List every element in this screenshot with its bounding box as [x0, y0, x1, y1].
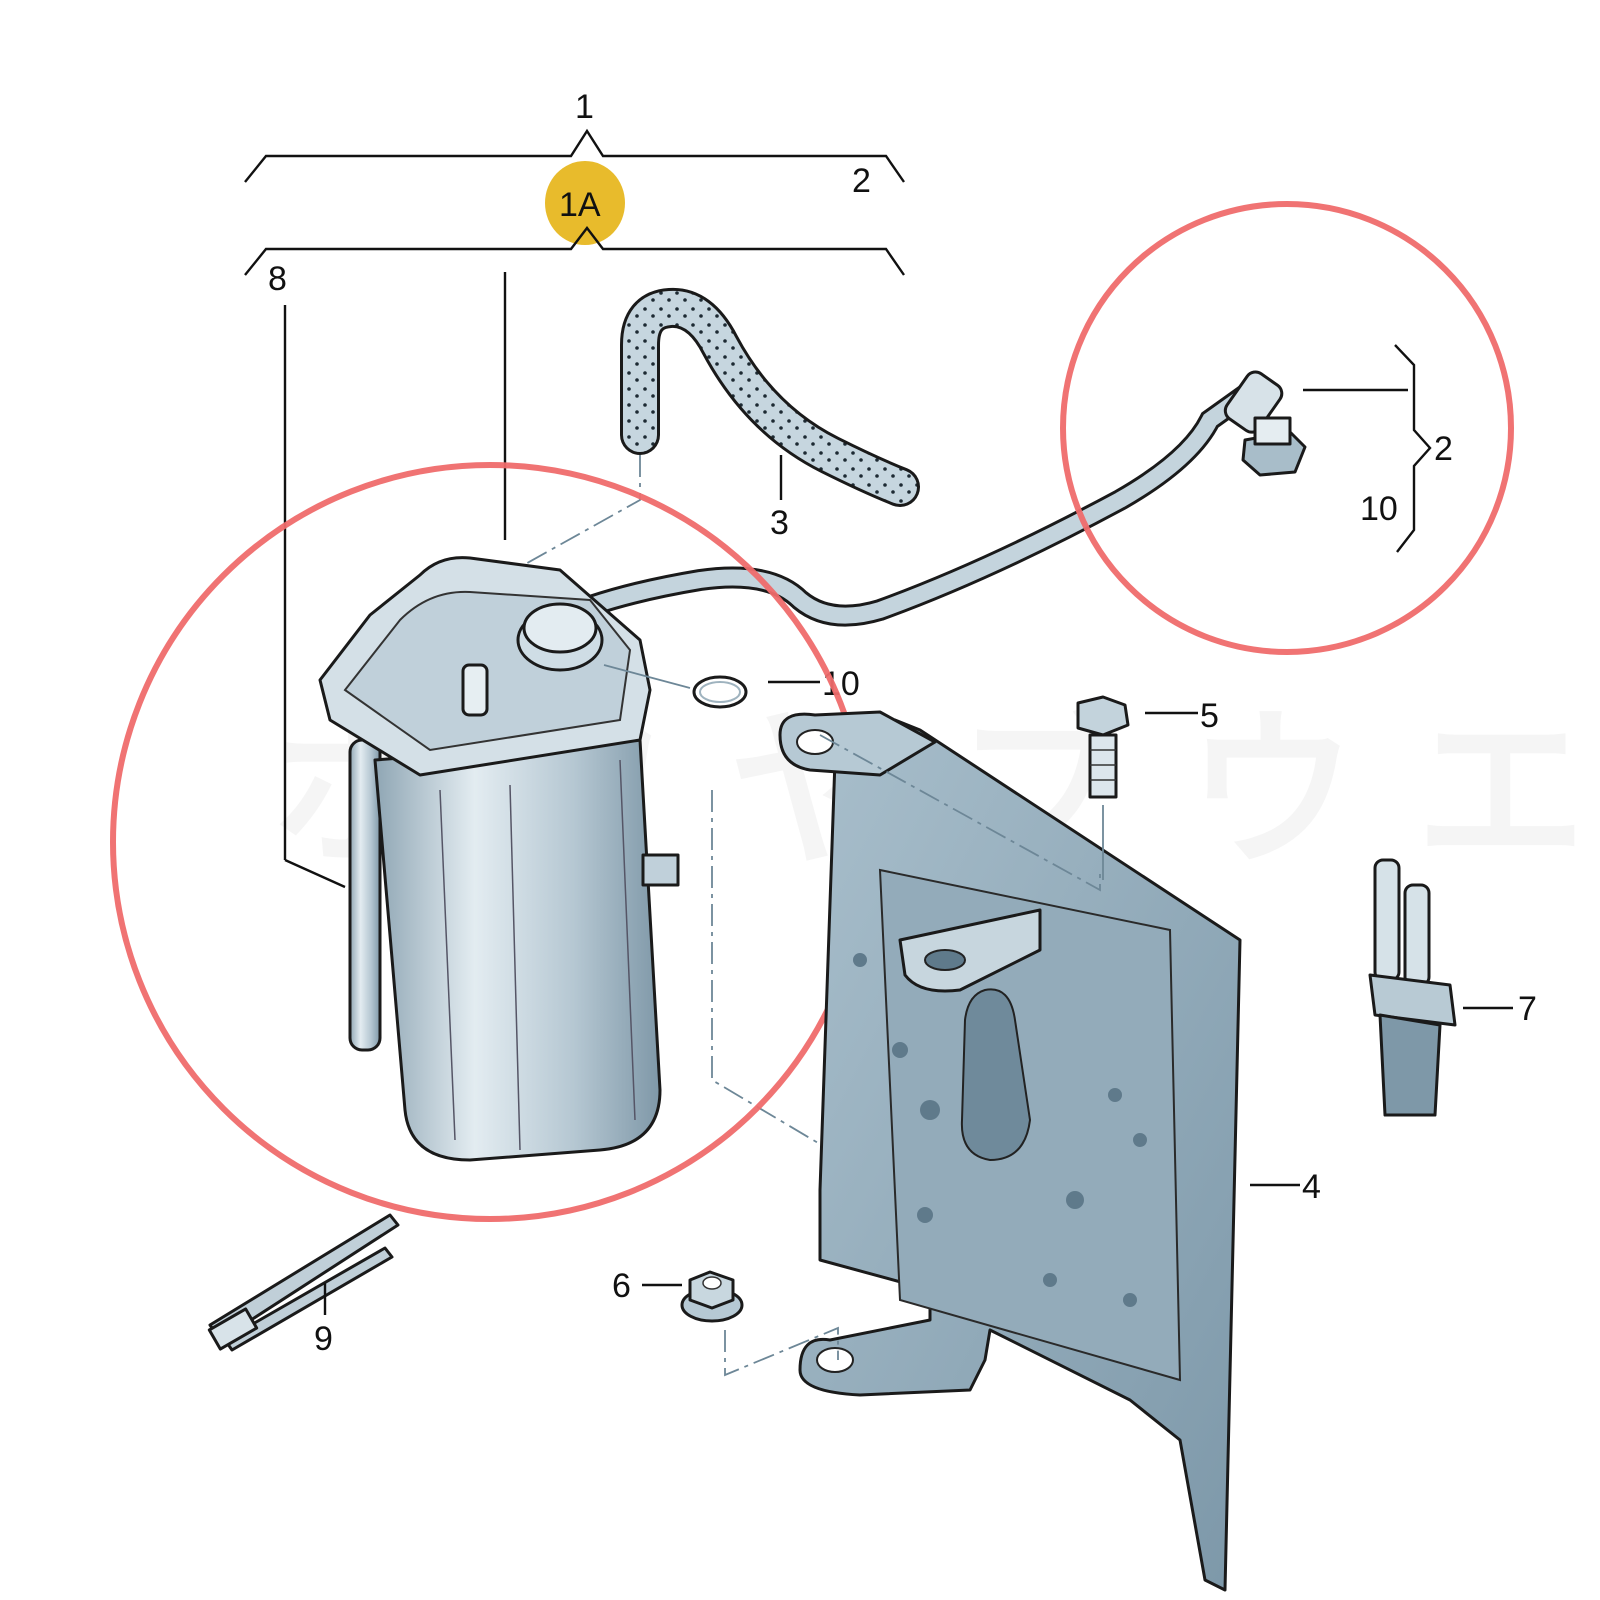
callout-5: 5	[1200, 697, 1219, 735]
callout-2-top: 2	[852, 162, 871, 200]
highlight-circle-connector	[1060, 201, 1514, 655]
callout-9: 9	[314, 1320, 333, 1358]
canister-pipe-8	[348, 738, 382, 1052]
hose-part-3[interactable]: 3	[469, 287, 920, 596]
callout-3: 3	[770, 504, 789, 542]
badge-1A-circle	[545, 161, 625, 245]
callout-8: 8	[268, 260, 287, 298]
callout-bracket-top: 1 2	[244, 88, 905, 200]
callout-bracket-1A: 8	[244, 226, 905, 889]
callout-2-right: 2	[1434, 430, 1453, 468]
callout-bracket-right: 2 10	[1303, 344, 1453, 553]
charcoal-canister[interactable]	[318, 556, 1071, 1247]
badge-1A-label: 1A	[559, 186, 601, 224]
cable-tie-part-9[interactable]: 9	[207, 1213, 400, 1358]
bolt-part-5[interactable]: 5	[1076, 695, 1219, 880]
callout-4: 4	[1302, 1168, 1321, 1206]
mounting-bracket-part-4[interactable]: 4	[778, 710, 1321, 1592]
badge-1A[interactable]: 1A	[545, 161, 625, 245]
elbow-connector	[1223, 370, 1307, 477]
line-connector-part-7[interactable]: 7	[1368, 858, 1537, 1117]
callout-1: 1	[575, 88, 594, 126]
vent-line-part-2[interactable]	[544, 368, 1307, 631]
callout-7: 7	[1518, 990, 1537, 1028]
callout-10-right: 10	[1360, 490, 1398, 528]
callout-6: 6	[612, 1267, 631, 1305]
flange-nut-part-6[interactable]: 6	[612, 1267, 839, 1377]
